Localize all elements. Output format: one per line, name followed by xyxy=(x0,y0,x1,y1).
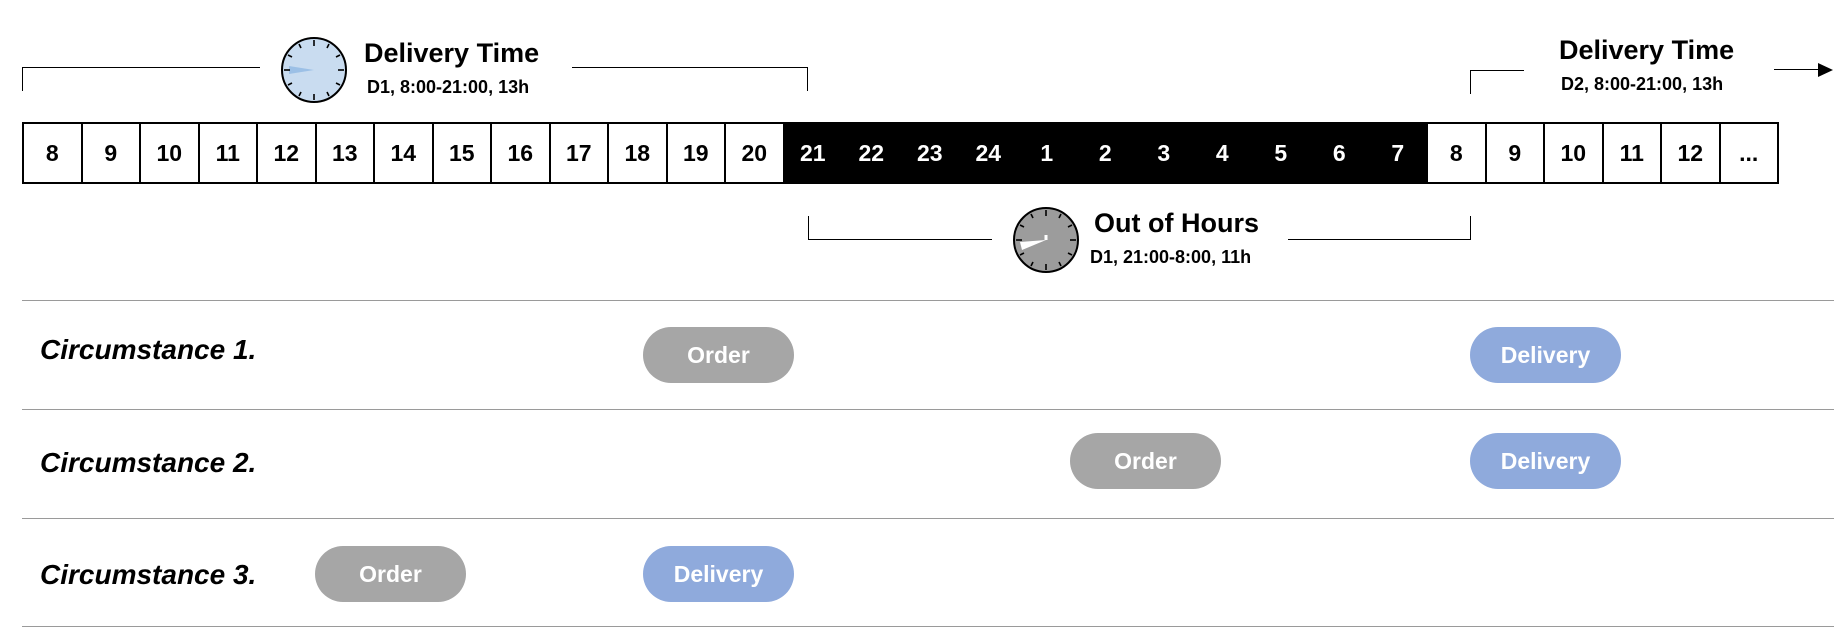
row-separator xyxy=(22,409,1834,410)
circumstance-2-delivery-pill: Delivery xyxy=(1470,433,1621,489)
bracket-bottom-horizontal-right xyxy=(1288,239,1470,240)
hour-cell: ... xyxy=(1718,122,1779,184)
hour-cell: 23 xyxy=(899,122,960,184)
out-of-hours-subtitle: D1, 21:00-8:00, 11h xyxy=(1090,247,1252,267)
circumstance-1-delivery-pill: Delivery xyxy=(1470,327,1621,383)
hour-cell: 13 xyxy=(314,122,375,184)
hour-cell: 15 xyxy=(431,122,492,184)
hour-cell: 2 xyxy=(1075,122,1136,184)
circumstance-1-order-pill: Order xyxy=(643,327,794,383)
hour-cell: 1 xyxy=(1016,122,1077,184)
hour-cell: 8 xyxy=(1426,122,1487,184)
bracket-top-left-vertical-right xyxy=(807,67,808,91)
hour-cell: 8 xyxy=(22,122,83,184)
arrow-right-icon xyxy=(1818,62,1834,78)
hour-cell: 5 xyxy=(1250,122,1311,184)
hour-cell: 9 xyxy=(80,122,141,184)
hour-cell: 9 xyxy=(1484,122,1545,184)
bracket-top-right-vertical xyxy=(1470,70,1471,94)
hour-cell: 18 xyxy=(607,122,668,184)
hour-cell: 24 xyxy=(958,122,1019,184)
hour-cell: 12 xyxy=(256,122,317,184)
delivery-time-title-d1: Delivery Time xyxy=(364,38,540,68)
hour-cell: 3 xyxy=(1133,122,1194,184)
circumstance-3-label: Circumstance 3. xyxy=(40,559,257,590)
circumstance-1-label: Circumstance 1. xyxy=(40,334,257,365)
row-separator xyxy=(22,518,1834,519)
hour-cell: 7 xyxy=(1367,122,1428,184)
hour-cell: 4 xyxy=(1192,122,1253,184)
hour-cell: 22 xyxy=(841,122,902,184)
bracket-top-left-horizontal-right xyxy=(572,67,808,68)
circumstance-2-order-pill: Order xyxy=(1070,433,1221,489)
clock-icon xyxy=(1012,206,1080,274)
hour-cell: 17 xyxy=(548,122,609,184)
hour-cell: 16 xyxy=(490,122,551,184)
delivery-time-subtitle-d2: D2, 8:00-21:00, 13h xyxy=(1561,74,1724,94)
bracket-top-right-horizontal-right xyxy=(1774,69,1822,70)
row-separator xyxy=(22,300,1834,301)
clock-icon xyxy=(280,36,348,104)
delivery-time-subtitle-d1: D1, 8:00-21:00, 13h xyxy=(367,77,530,97)
bracket-bottom-horizontal-left xyxy=(808,239,992,240)
hour-cell: 14 xyxy=(373,122,434,184)
bracket-top-left-vertical-left xyxy=(22,67,23,91)
hour-cell: 10 xyxy=(1543,122,1604,184)
bracket-bottom-vertical-left xyxy=(808,216,809,240)
hour-cell: 6 xyxy=(1309,122,1370,184)
bracket-bottom-vertical-right xyxy=(1470,216,1471,240)
hour-cell: 10 xyxy=(139,122,200,184)
hour-cell: 12 xyxy=(1660,122,1721,184)
bracket-top-left-horizontal-left xyxy=(22,67,260,68)
delivery-time-title-d2: Delivery Time xyxy=(1559,35,1735,65)
out-of-hours-title: Out of Hours xyxy=(1094,208,1259,238)
hour-cell: 21 xyxy=(782,122,843,184)
circumstance-3-order-pill: Order xyxy=(315,546,466,602)
hour-cell: 11 xyxy=(1601,122,1662,184)
circumstance-2-label: Circumstance 2. xyxy=(40,447,257,478)
circumstance-3-delivery-pill: Delivery xyxy=(643,546,794,602)
hour-cell: 19 xyxy=(665,122,726,184)
hour-cell: 20 xyxy=(724,122,785,184)
hour-cell: 11 xyxy=(197,122,258,184)
bracket-top-right-horizontal-left xyxy=(1470,70,1524,71)
